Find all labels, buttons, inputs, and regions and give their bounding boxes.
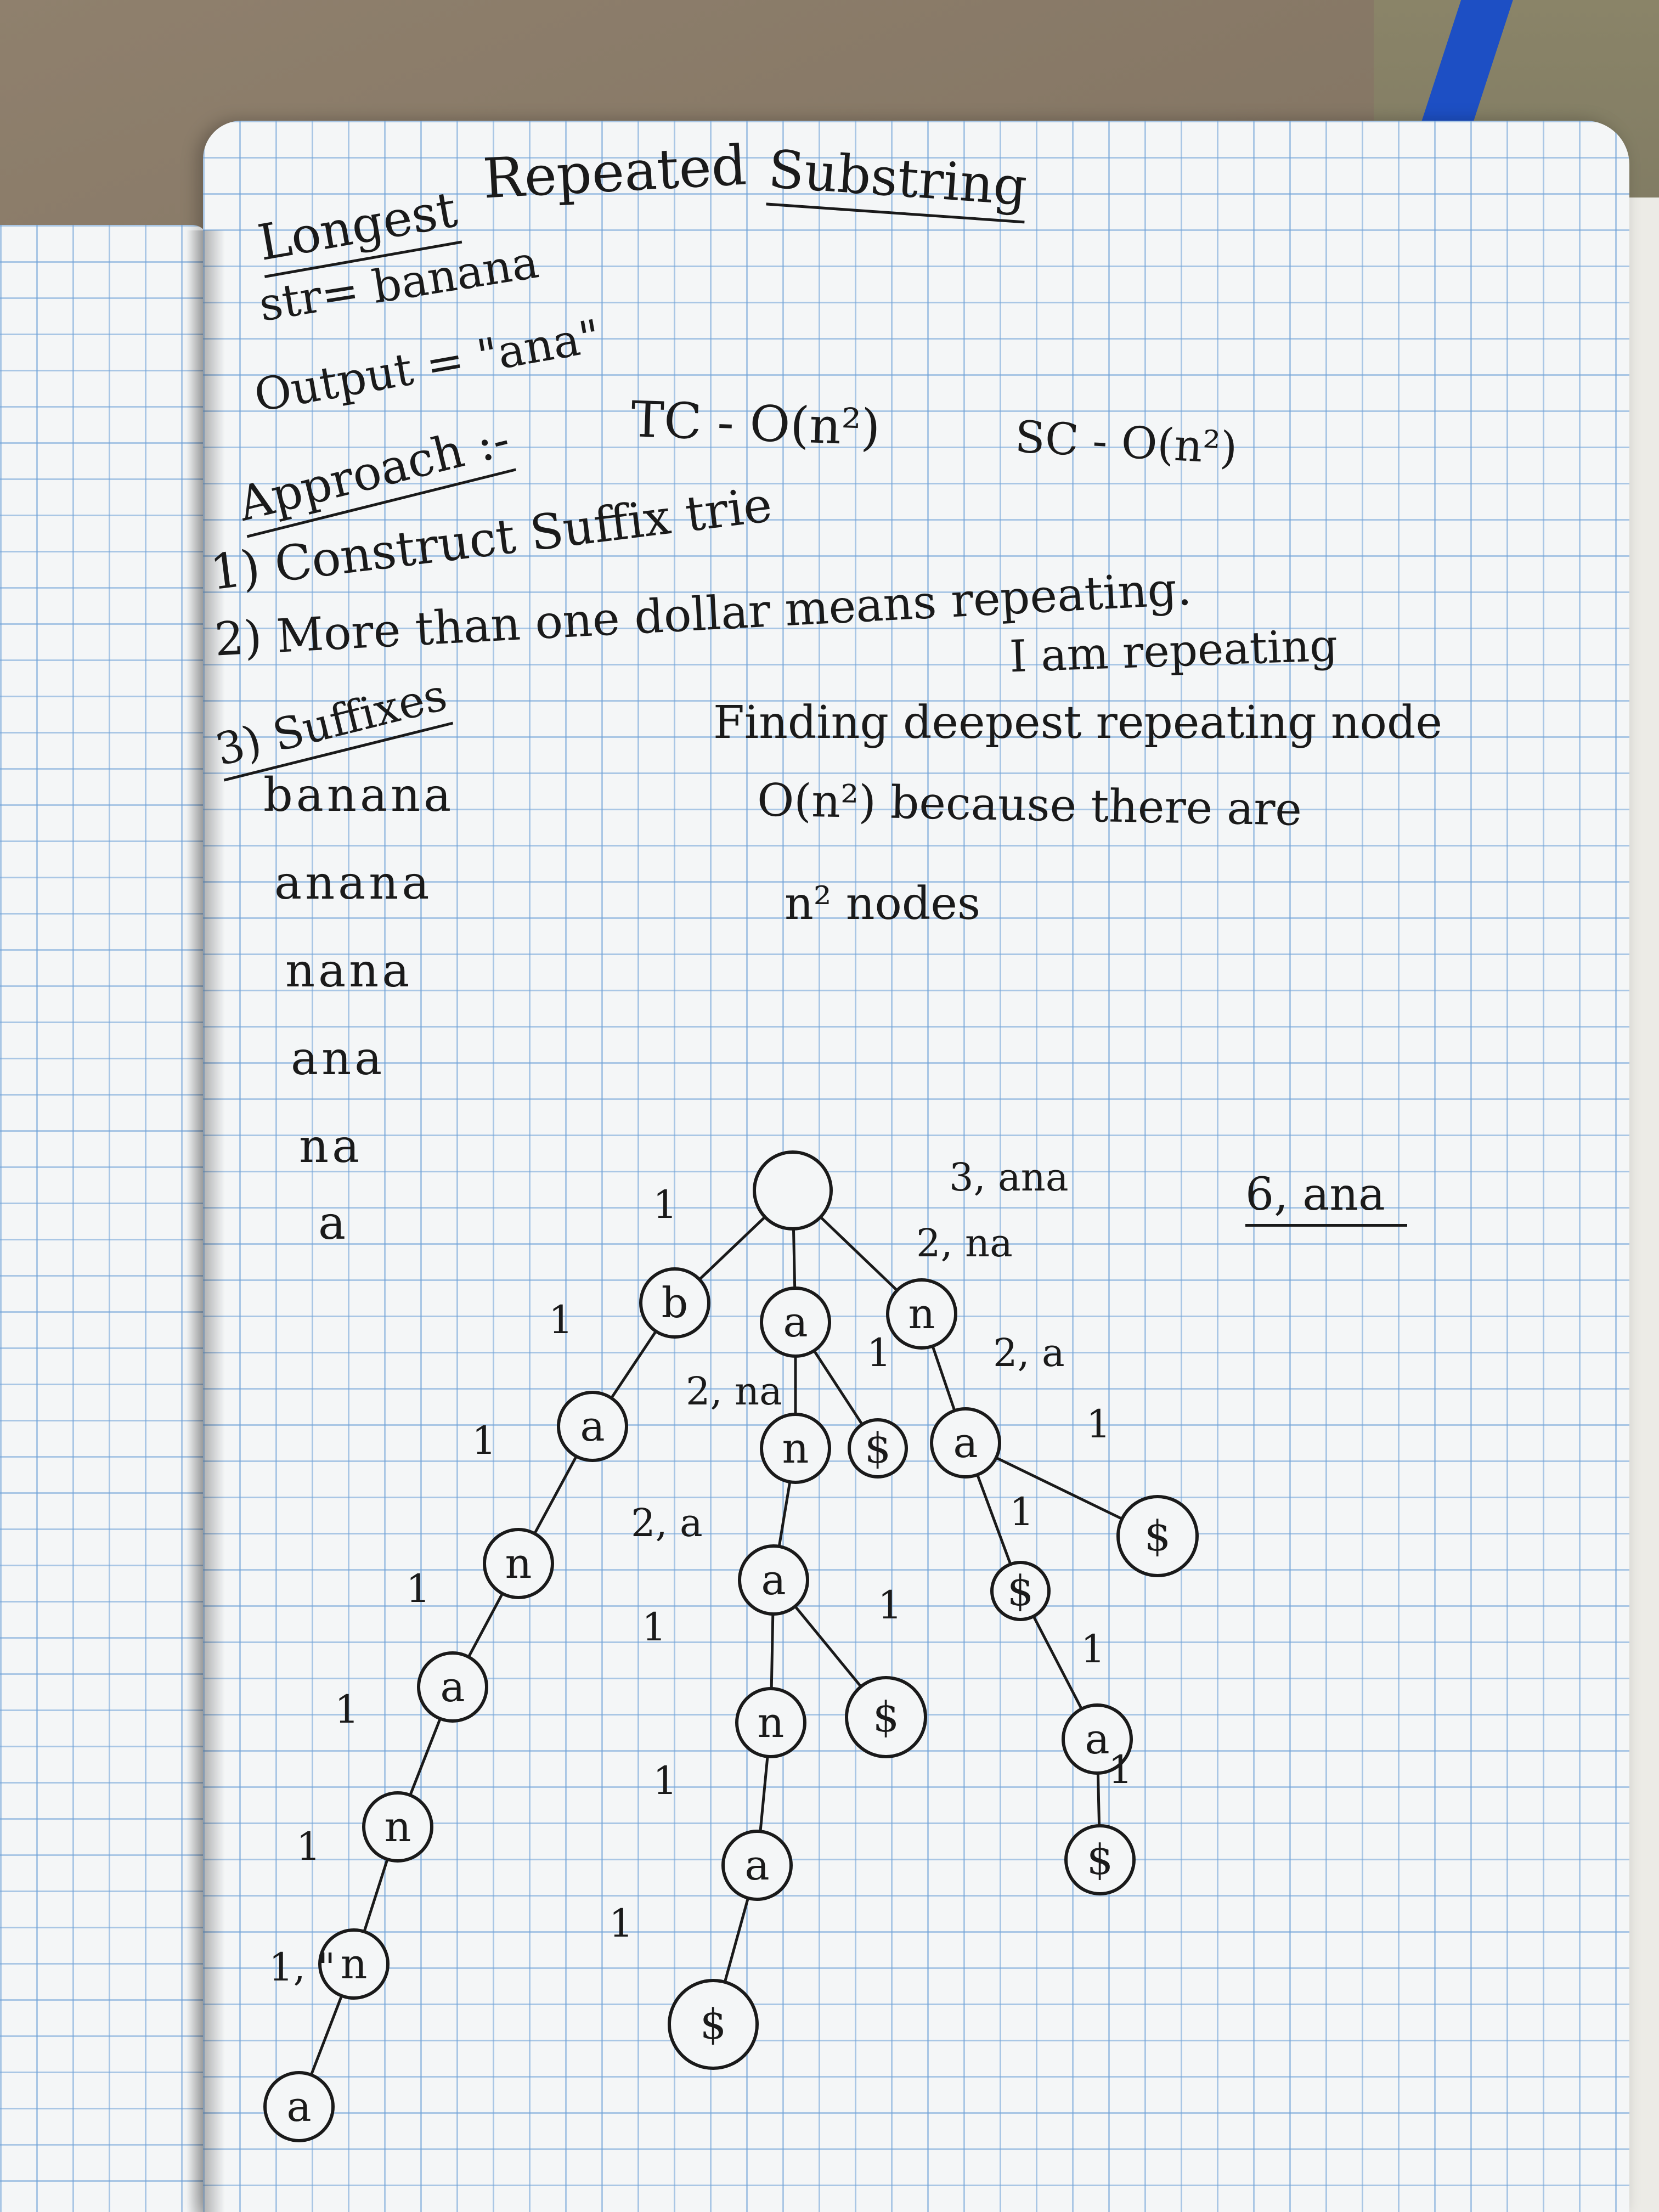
trie-node bbox=[845, 1676, 927, 1758]
trie-node-label: $ bbox=[1144, 1511, 1171, 1560]
trie-node bbox=[668, 1979, 759, 2070]
trie-node bbox=[1116, 1495, 1199, 1577]
trie-edge-label: 1 bbox=[1108, 1747, 1133, 1792]
trie-edge-label: 1 bbox=[1009, 1489, 1034, 1534]
trie-node bbox=[886, 1278, 957, 1350]
trie-edge-label: 1 bbox=[472, 1418, 496, 1463]
trie-node-label: b bbox=[662, 1278, 689, 1327]
trie-edge-label: 1 bbox=[549, 1297, 573, 1342]
suffix-item: nana bbox=[285, 944, 413, 997]
trie-node bbox=[735, 1687, 806, 1758]
trie-node-label: a bbox=[953, 1418, 978, 1467]
trie-edge-label: 2, na bbox=[686, 1369, 782, 1414]
trie-edge-label: 1 bbox=[296, 1824, 321, 1869]
trie-node-label: $ bbox=[1007, 1566, 1034, 1615]
trie-node-label: a bbox=[440, 1662, 465, 1711]
trie-node-label: a bbox=[286, 2082, 311, 2131]
answer-note: 6, ana bbox=[1245, 1169, 1407, 1227]
trie-node bbox=[1062, 1703, 1133, 1775]
trie-node bbox=[417, 1651, 488, 1723]
notebook-gutter bbox=[187, 230, 225, 2212]
trie-node-label: $ bbox=[873, 1692, 899, 1741]
left-notebook-page bbox=[0, 225, 208, 2212]
trie-node bbox=[639, 1267, 710, 1339]
trie-node bbox=[753, 1150, 833, 1231]
trie-node bbox=[930, 1407, 1001, 1479]
trie-node bbox=[362, 1791, 433, 1863]
trie-node-label: n bbox=[505, 1539, 532, 1588]
complexity-line-1: Finding deepest repeating node bbox=[713, 697, 1443, 749]
trie-edge-label: 2, a bbox=[631, 1500, 703, 1545]
trie-edge-label: 1 bbox=[642, 1605, 667, 1650]
suffix-item: ana bbox=[291, 1031, 386, 1085]
trie-node bbox=[1064, 1824, 1136, 1895]
suffix-item: anana bbox=[274, 856, 433, 910]
trie-edge-label: 1 bbox=[1086, 1402, 1111, 1447]
trie-node bbox=[318, 1928, 390, 2000]
trie-edge-label: 1 bbox=[878, 1583, 902, 1628]
trie-node-label: a bbox=[580, 1402, 605, 1451]
trie-edge-label: 1, " bbox=[269, 1945, 335, 1990]
trie-edge-label: 1 bbox=[609, 1901, 634, 1946]
trie-node bbox=[760, 1286, 831, 1358]
trie-node bbox=[263, 2071, 335, 2142]
trie-node-label: $ bbox=[865, 1424, 891, 1472]
trie-edge-label: 1 bbox=[653, 1182, 678, 1227]
suffix-item: na bbox=[299, 1119, 363, 1173]
trie-edge-label: 1 bbox=[1081, 1627, 1105, 1672]
trie-node-label: a bbox=[783, 1297, 808, 1346]
trie-edge-label: 1 bbox=[335, 1687, 359, 1732]
trie-node bbox=[721, 1830, 793, 1901]
trie-node bbox=[557, 1391, 628, 1462]
trie-edge-label: 2, a bbox=[993, 1330, 1065, 1375]
trie-node bbox=[990, 1561, 1051, 1621]
trie-node-label: $ bbox=[700, 2000, 726, 2049]
trie-edge-label: 1 bbox=[867, 1330, 891, 1375]
trie-edge-label: 3, ana bbox=[949, 1155, 1069, 1200]
right-notebook-page bbox=[203, 121, 1629, 2212]
trie-node-label: a bbox=[1085, 1714, 1109, 1763]
trie-node-label: n bbox=[909, 1289, 935, 1338]
trie-node-label: n bbox=[341, 1939, 368, 1988]
trie-node bbox=[848, 1418, 908, 1479]
complexity-line-3: n² nodes bbox=[785, 878, 981, 930]
suffix-item: banana bbox=[263, 768, 455, 822]
trie-node-label: a bbox=[744, 1841, 769, 1889]
trie-node bbox=[760, 1413, 831, 1484]
trie-edge-label: 2, na bbox=[916, 1221, 1013, 1266]
trie-node-label: n bbox=[385, 1802, 411, 1851]
trie-node bbox=[738, 1544, 809, 1616]
trie-node-label: $ bbox=[1087, 1835, 1113, 1884]
trie-edge-label: 1 bbox=[406, 1566, 431, 1611]
trie-edge-label: 1 bbox=[653, 1758, 678, 1803]
trie-node-label: n bbox=[782, 1424, 809, 1472]
suffix-item: a bbox=[318, 1196, 346, 1250]
trie-node-label: n bbox=[758, 1698, 785, 1747]
trie-node bbox=[483, 1528, 554, 1599]
trie-node-label: a bbox=[761, 1555, 786, 1604]
